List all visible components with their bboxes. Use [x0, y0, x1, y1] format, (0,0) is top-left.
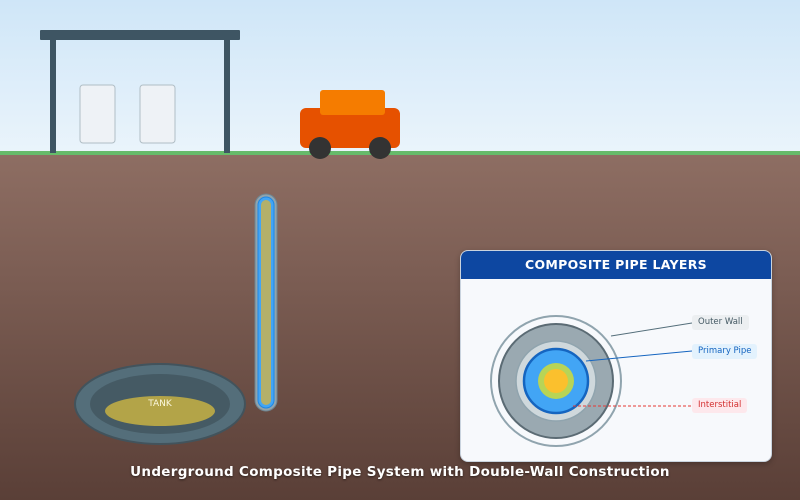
panel-title: COMPOSITE PIPE LAYERS: [461, 251, 771, 279]
diagram-caption: Underground Composite Pipe System with D…: [130, 464, 670, 480]
car-wheel-front: [309, 137, 331, 159]
car-roof: [320, 90, 385, 115]
car-wheel-rear: [369, 137, 391, 159]
cross-section-outline: [490, 315, 622, 447]
callout-lines: [490, 315, 693, 447]
tank-label: TANK: [148, 399, 172, 409]
car: [300, 90, 400, 159]
car-body: [300, 108, 400, 148]
canopy-roof: [40, 30, 240, 40]
primary-pipe-label: Primary Pipe: [692, 344, 758, 359]
pipe-fuel-core: [261, 200, 271, 405]
cross-section-core: [544, 369, 568, 393]
fuel-pump-right: [139, 84, 176, 144]
outer-wall-label: Outer Wall: [692, 315, 749, 330]
fuel-pump-left: [79, 84, 116, 144]
grass-line: [0, 151, 800, 155]
vertical-composite-pipe: [254, 193, 278, 412]
underground-tank: [74, 363, 246, 445]
canopy-left-post: [50, 40, 56, 153]
canopy-right-post: [224, 40, 230, 153]
primary-pipe-leader: [585, 350, 693, 362]
fuel-station-canopy: [40, 30, 240, 153]
tank-fuel: [105, 396, 215, 426]
composite-pipe-layers-panel: COMPOSITE PIPE LAYERS Outer Wall Primary…: [460, 250, 772, 462]
outer-wall-leader: [610, 322, 693, 337]
interstitial-label: Interstitial: [692, 398, 748, 413]
